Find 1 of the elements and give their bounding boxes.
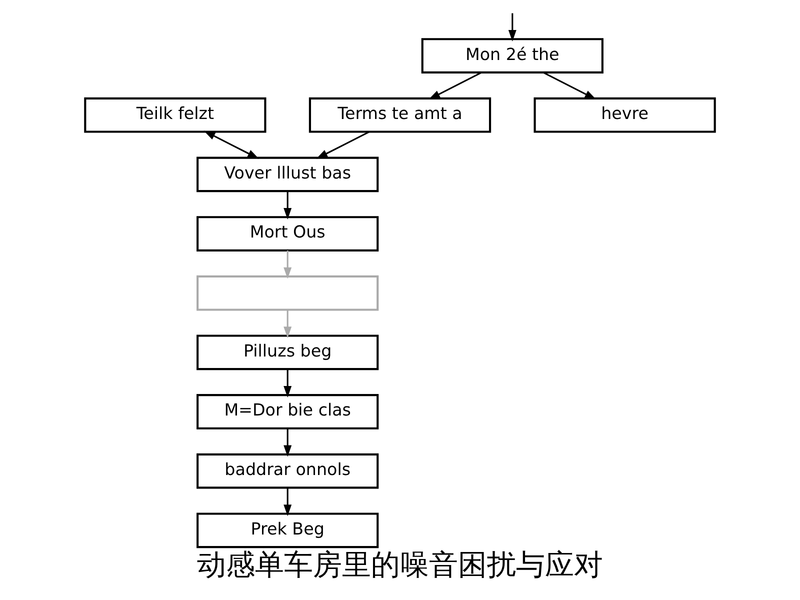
diagram-title: 动感单车房里的噪音困扰与应对 (197, 548, 603, 582)
